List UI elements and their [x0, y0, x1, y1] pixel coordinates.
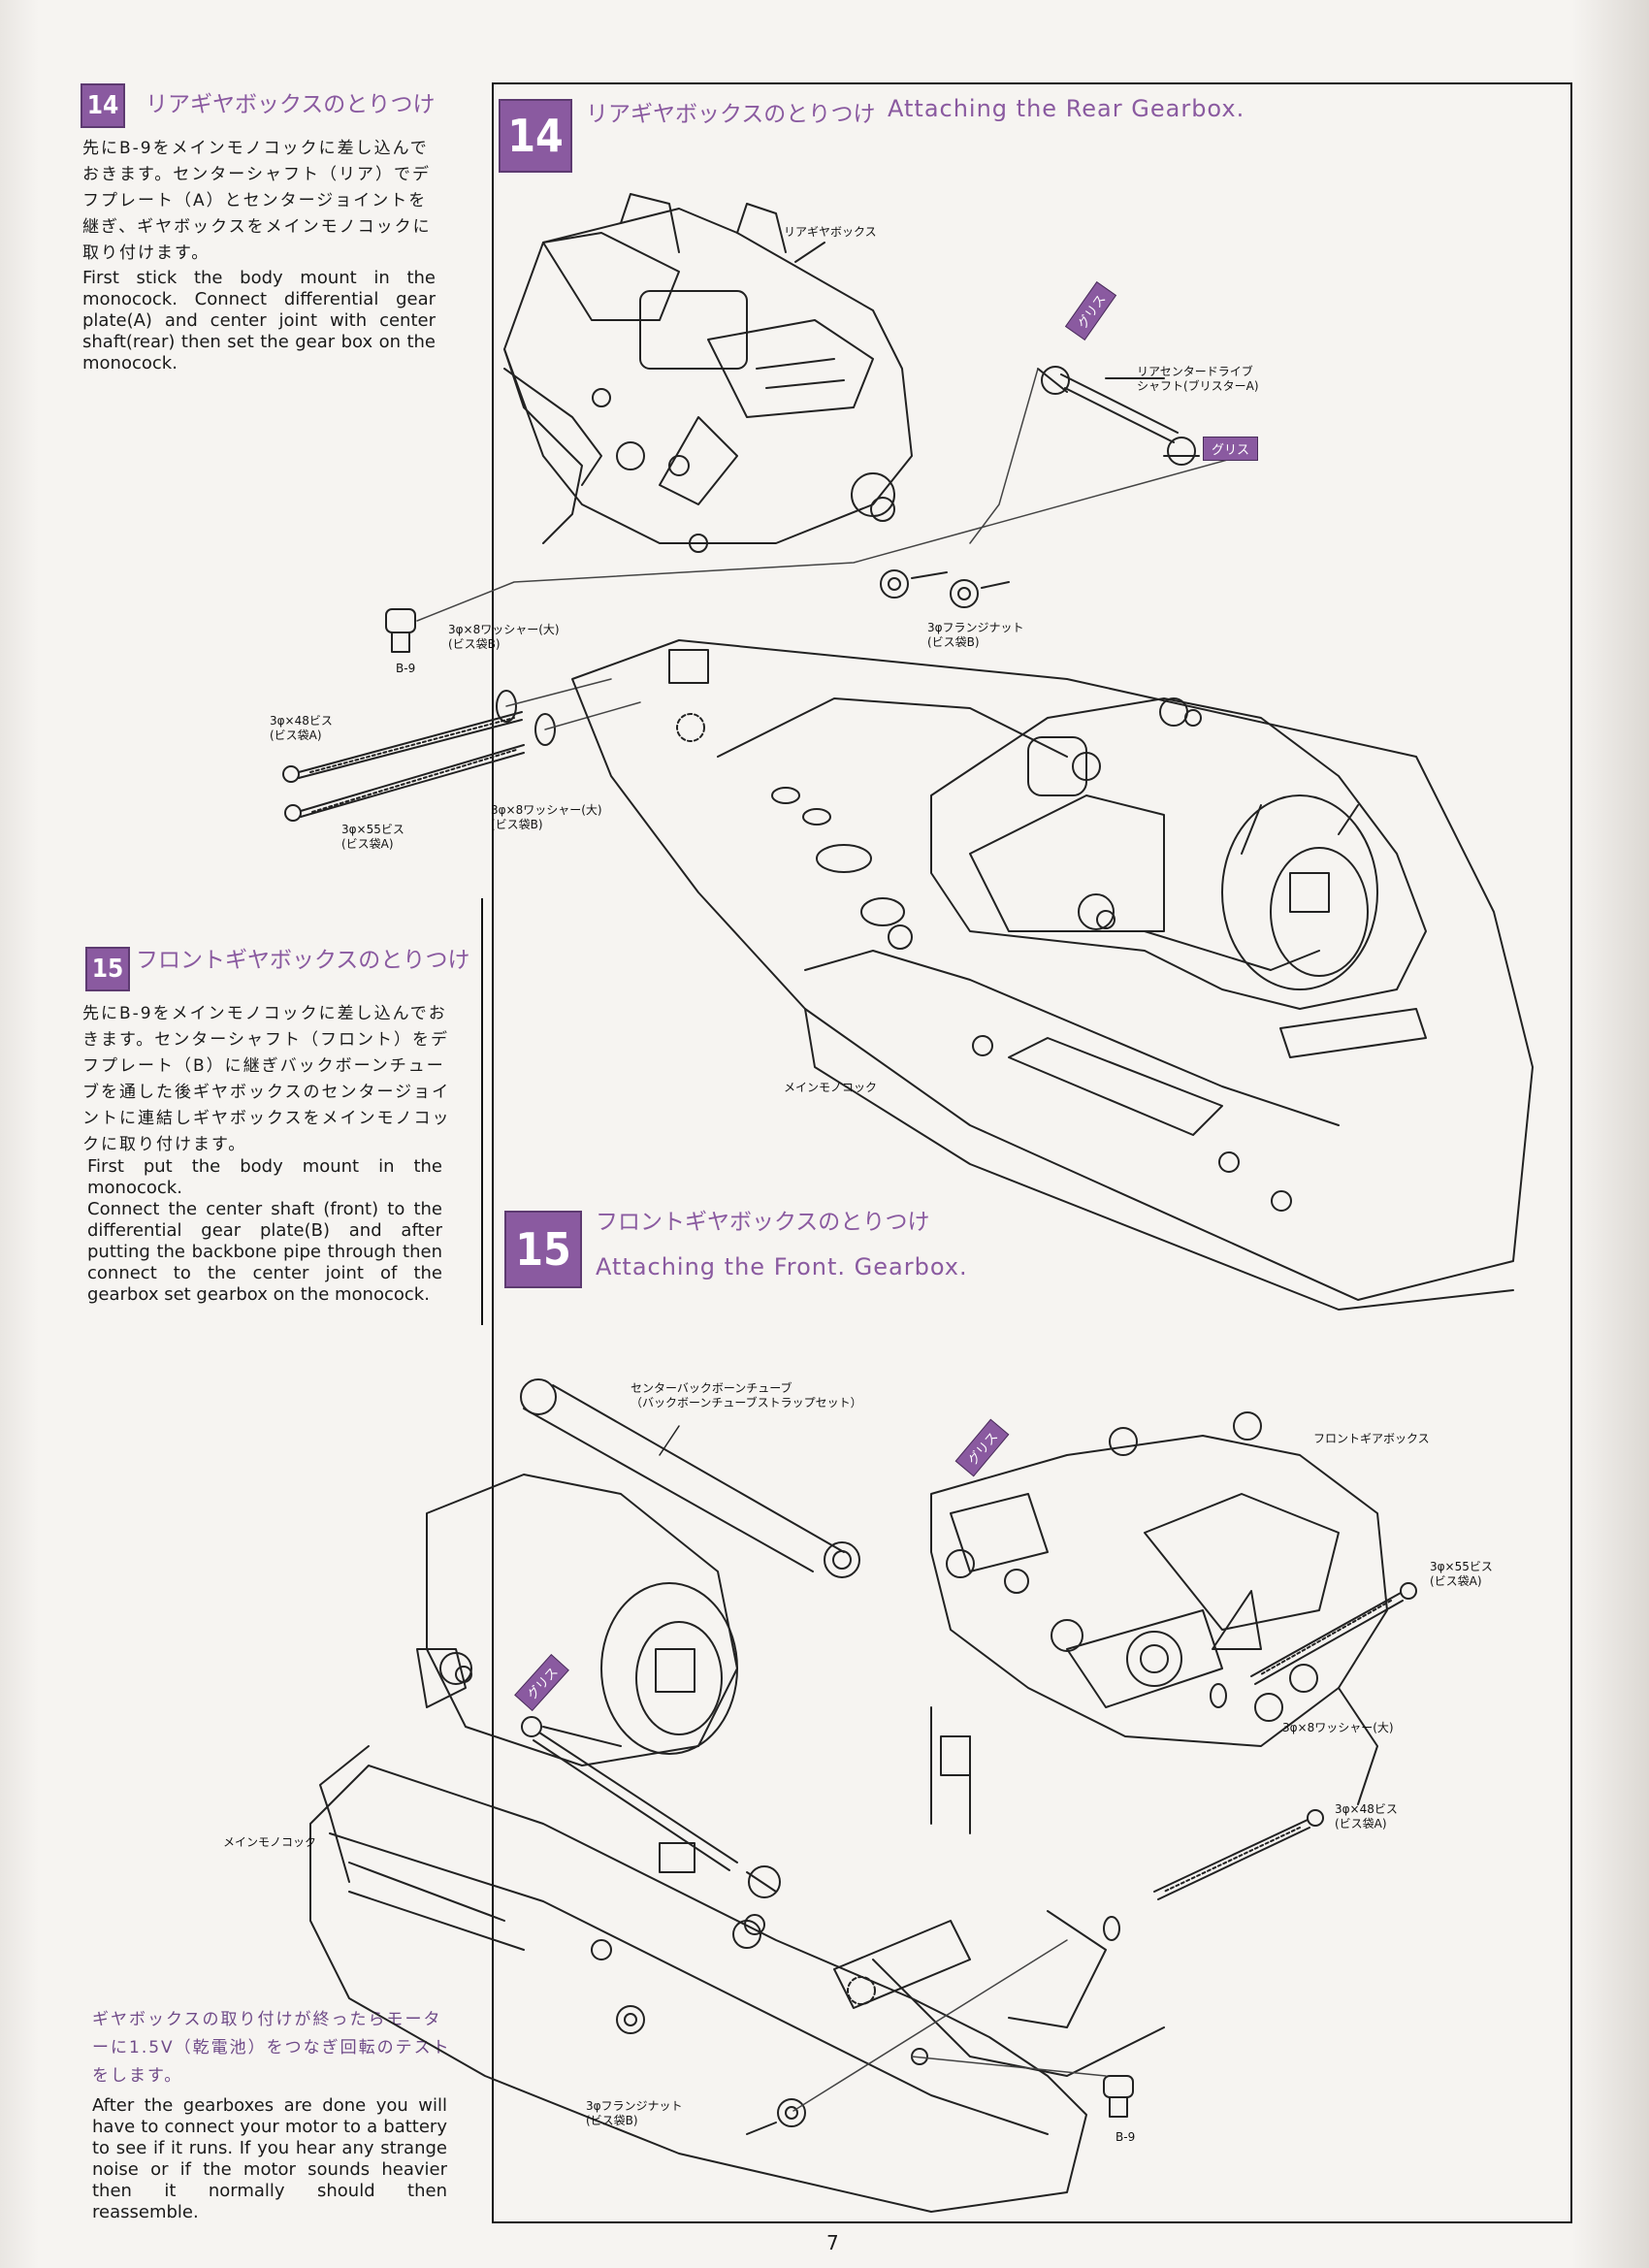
- front-gearbox-drawing: [930, 1411, 1388, 1805]
- step-14-jp-text: 先にB-9をメインモノコックに差し込んでおきます。センターシャフト（リア）でデフ…: [82, 139, 432, 263]
- callout-rear-center-shaft: リアセンタードライブ シャフト(ブリスターA): [1137, 365, 1259, 393]
- flange-nuts-drawing: [880, 569, 1010, 608]
- front-motor-drawing: [416, 1474, 738, 1766]
- backbone-tube-drawing: [520, 1378, 860, 1578]
- diagram-14-en-title: Attaching the Rear Gearbox.: [888, 95, 1245, 122]
- callout-screw48-15: 3φ×48ビス (ビス袋A): [1335, 1802, 1398, 1831]
- diagram-14-badge: 14: [499, 99, 572, 173]
- step-14-en-text: First stick the body mount in the monoco…: [82, 268, 436, 373]
- page-number: 7: [826, 2231, 839, 2254]
- front-flange-nut-drawing: [616, 2005, 806, 2135]
- front-center-shaft-drawing: [521, 1716, 781, 1898]
- step-15-jp-title: フロントギヤボックスのとりつけ: [136, 948, 470, 973]
- callout-flange-nut-14: 3φフランジナット (ビス袋B): [927, 621, 1024, 649]
- diagram-15-jp-title: フロントギヤボックスのとりつけ: [596, 1210, 930, 1235]
- test-note-jp: ギヤボックスの取り付けが終ったらモーターに1.5V（乾電池）をつなぎ回転のテスト…: [92, 2010, 451, 2086]
- callout-screw55-15: 3φ×55ビス (ビス袋A): [1430, 1560, 1493, 1588]
- diagram-15-badge: 15: [504, 1211, 582, 1288]
- rear-gearbox-drawing: [503, 193, 913, 553]
- step-14-jp-title: リアギヤボックスのとりつけ: [146, 92, 436, 117]
- diagram-frame: [492, 82, 1572, 2223]
- callout-b9-14: B-9: [396, 662, 416, 675]
- step-15-jp-text: 先にB-9をメインモノコックに差し込んでおきます。センターシャフト（フロント）を…: [82, 1004, 451, 1154]
- callout-main-monocock-15: メインモノコック: [223, 1835, 317, 1849]
- callout-washer-bottom: 3φ×8ワッシャー(大) (ビス袋B): [491, 803, 602, 831]
- callout-washer-top: 3φ×8ワッシャー(大) (ビス袋B): [448, 623, 560, 651]
- test-note-en: After the gearboxes are done you will ha…: [92, 2095, 447, 2222]
- screws-drawing: [282, 711, 525, 822]
- callout-screw48-14: 3φ×48ビス (ビス袋A): [270, 714, 333, 742]
- callout-rear-gearbox: リアギヤボックス: [784, 225, 877, 239]
- front-b9-drawing: [1103, 2075, 1134, 2118]
- column-divider: [481, 898, 483, 1325]
- diagram-14-jp-title: リアギヤボックスのとりつけ: [586, 102, 876, 127]
- callout-front-gearbox: フロントギアボックス: [1313, 1432, 1430, 1445]
- callout-backbone-tube: センターバックボーンチューブ （バックボーンチューブストラップセット）: [630, 1381, 862, 1409]
- rear-center-shaft-drawing: [1037, 366, 1200, 466]
- callout-screw55-14: 3φ×55ビス (ビス袋A): [341, 823, 404, 851]
- step-15-en-text: First put the body mount in the monocock…: [87, 1156, 442, 1305]
- main-monocock-14-drawing: [571, 639, 1534, 1311]
- callout-washer-15: 3φ×8ワッシャー(大): [1282, 1721, 1394, 1734]
- callout-main-monocock-14: メインモノコック: [784, 1081, 878, 1094]
- main-monocock-15-drawing: [309, 1706, 1165, 2213]
- callout-b9-15: B-9: [1116, 2130, 1136, 2144]
- rear-motor-drawing: [930, 697, 1427, 1058]
- diagram-15-en-title: Attaching the Front. Gearbox.: [596, 1253, 968, 1280]
- step-14-badge: 14: [81, 83, 125, 128]
- callout-flange-nut-15: 3φフランジナット (ビス袋B): [586, 2099, 683, 2127]
- grease-tag: グリス: [1203, 437, 1259, 461]
- step-15-badge: 15: [85, 947, 130, 991]
- front-screws-drawing: [1103, 1582, 1417, 1941]
- b9-mount-drawing: [385, 608, 416, 653]
